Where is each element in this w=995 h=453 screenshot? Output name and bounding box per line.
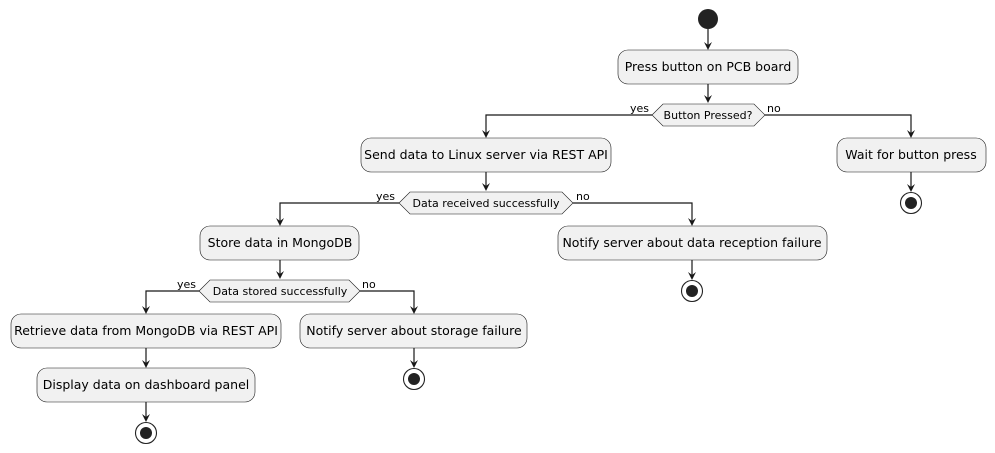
- start-node: [698, 9, 718, 29]
- action-send-data: Send data to Linux server via REST API: [360, 137, 612, 173]
- edge-decision1-yes: [485, 114, 652, 136]
- action-store-data: Store data in MongoDB: [199, 225, 360, 261]
- label-yes-decision2: yes: [376, 190, 395, 203]
- label-no-decision3: no: [362, 278, 376, 291]
- action-display-data: Display data on dashboard panel: [36, 367, 256, 403]
- label-yes-decision1: yes: [630, 102, 649, 115]
- end-node-reception: [680, 279, 704, 303]
- edge-decision1-no: [765, 114, 912, 136]
- decision-button-pressed-label: Button Pressed?: [664, 109, 753, 122]
- decision-data-stored: Data stored successfully: [198, 279, 361, 303]
- decision-data-received: Data received successfully: [398, 191, 574, 215]
- action-retrieve-data: Retrieve data from MongoDB via REST API: [10, 313, 282, 349]
- label-yes-decision3: yes: [177, 278, 196, 291]
- edges: [142, 29, 915, 422]
- edge-decision2-no: [573, 202, 693, 224]
- label-no-decision1: no: [767, 102, 781, 115]
- edge-decision3-no: [360, 290, 415, 312]
- action-notify-reception-label: Notify server about data reception failu…: [562, 235, 821, 250]
- edge-decision2-yes: [279, 202, 399, 224]
- action-notify-reception: Notify server about data reception failu…: [557, 225, 828, 261]
- action-notify-storage: Notify server about storage failure: [299, 313, 528, 349]
- end-node-storage: [402, 367, 426, 391]
- action-store-data-label: Store data in MongoDB: [208, 235, 353, 250]
- action-display-data-label: Display data on dashboard panel: [43, 377, 250, 392]
- end-node-display: [134, 421, 158, 445]
- end-node-wait: [899, 191, 923, 215]
- label-no-decision2: no: [576, 190, 590, 203]
- action-press-button: Press button on PCB board: [617, 49, 799, 85]
- action-notify-storage-label: Notify server about storage failure: [306, 323, 522, 338]
- action-wait-press: Wait for button press: [836, 137, 987, 173]
- decision-data-received-label: Data received successfully: [413, 197, 560, 210]
- edge-decision3-yes: [145, 290, 201, 312]
- action-retrieve-data-label: Retrieve data from MongoDB via REST API: [14, 323, 278, 338]
- action-press-button-label: Press button on PCB board: [625, 59, 792, 74]
- action-wait-press-label: Wait for button press: [845, 147, 976, 162]
- action-send-data-label: Send data to Linux server via REST API: [364, 147, 608, 162]
- decision-data-stored-label: Data stored successfully: [213, 285, 348, 298]
- decision-button-pressed: Button Pressed?: [651, 103, 766, 127]
